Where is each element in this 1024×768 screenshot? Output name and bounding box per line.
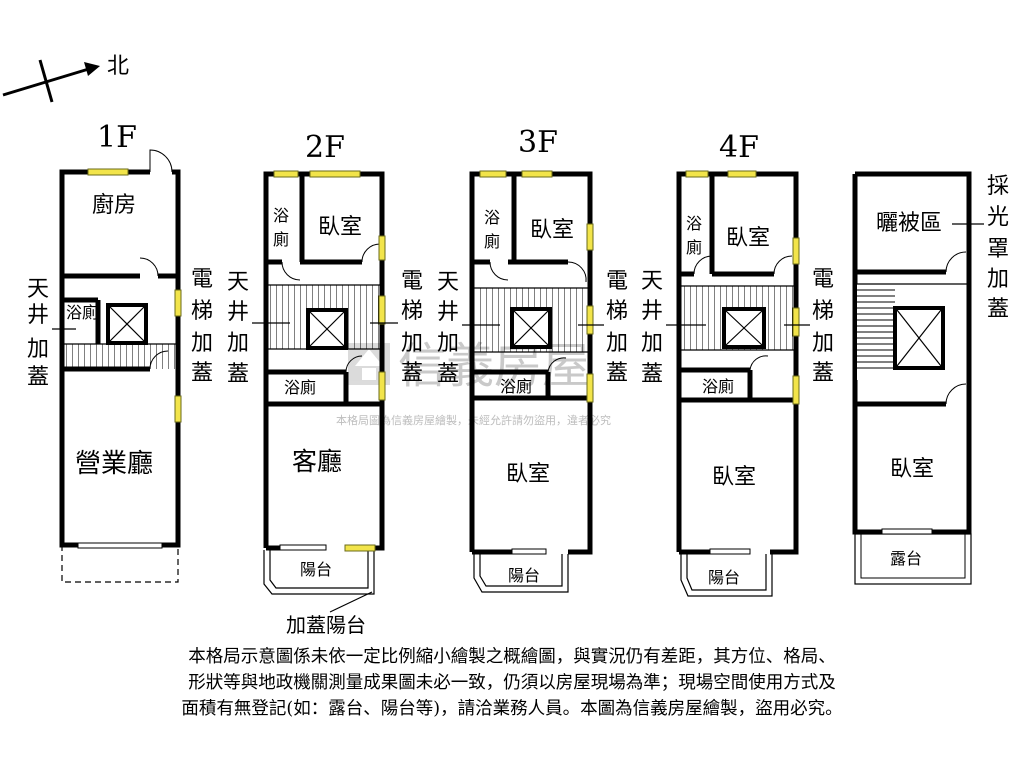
left-note-1f: 天 井 加 蓋 [27,277,76,390]
svg-text:蓋: 蓋 [641,362,663,387]
north-label: 北 [107,54,129,79]
svg-text:蓋: 蓋 [606,361,628,386]
room-balcony-3f: 陽台 [508,566,540,585]
disclaimer: 本格局示意圖係未依一定比例縮小繪製之概繪圖，與實況仍有差距，其方位、格局、 形狀… [0,644,1024,722]
room-business-hall-1f: 營業廳 [75,449,153,479]
room-bedroom-top-4f: 臥室 [726,226,770,251]
svg-text:蓋: 蓋 [191,361,213,386]
svg-text:蓋: 蓋 [27,365,49,390]
room-bedroom-3f: 臥室 [506,462,550,487]
svg-text:電: 電 [812,267,834,292]
floor-title-1f: 1F [97,120,137,155]
svg-text:蓋: 蓋 [987,297,1009,322]
svg-text:蓋: 蓋 [227,362,249,387]
room-kitchen-1f: 廚房 [92,193,136,218]
north-compass: 北 [2,54,129,103]
disclaimer-line-2: 形狀等與地政機關測量成果圖未必一致，仍須以房屋現場為準；現場空間使用方式及 [188,673,836,693]
svg-text:加: 加 [401,331,423,356]
room-bath-4f: 浴廁 [702,377,734,396]
floor-title-4f: 4F [719,130,759,165]
svg-text:加: 加 [227,331,249,356]
room-bedroom-top-3f: 臥室 [530,218,574,243]
right-note-2f: 電 梯 加 蓋 [370,269,423,386]
floor-3f: 3F 浴 廁 臥室 浴廁 臥室 [437,125,628,593]
svg-text:光: 光 [987,205,1009,230]
left-note-3f: 天 井 加 蓋 [437,270,500,387]
svg-text:蓋: 蓋 [401,361,423,386]
room-bath-top-3f-b: 廁 [484,232,500,251]
svg-text:井: 井 [27,303,49,328]
svg-text:蓋: 蓋 [437,362,459,387]
room-bath-top-2f-b: 廁 [273,230,289,249]
floor-1f: 1F 廚房 浴廁 營業廳 天 井 [27,120,213,583]
room-living-2f: 客廳 [292,447,342,476]
room-balcony-2f: 陽台 [300,560,332,579]
svg-text:加: 加 [27,337,49,362]
svg-text:井: 井 [641,299,663,324]
floor-2f: 2F 浴 廁 臥室 浴廁 客廳 [227,130,423,637]
note-added-balcony-2f: 加蓋陽台 [286,613,366,637]
svg-text:加: 加 [641,331,663,356]
svg-text:梯: 梯 [191,299,213,324]
svg-text:電: 電 [191,267,213,292]
left-note-2f: 天 井 加 蓋 [227,270,290,387]
room-bath-top-4f-a: 浴 [686,214,702,233]
svg-text:梯: 梯 [606,299,628,324]
room-bedroom-2f: 臥室 [318,215,362,240]
right-note-4f: 電 梯 加 蓋 [784,267,834,386]
floor-title-3f: 3F [518,125,558,160]
svg-text:蓋: 蓋 [812,361,834,386]
svg-text:加: 加 [191,331,213,356]
svg-text:天: 天 [27,277,49,302]
room-drying-roof: 曬被區 [876,211,942,236]
svg-text:天: 天 [227,270,249,295]
floor-title-2f: 2F [305,130,345,165]
right-note-1f: 電 梯 加 蓋 [191,267,213,386]
room-bath-3f: 浴廁 [500,377,532,396]
svg-text:天: 天 [437,270,459,295]
svg-text:梯: 梯 [401,299,423,324]
svg-text:罩: 罩 [987,237,1009,262]
svg-text:電: 電 [401,269,423,294]
svg-text:井: 井 [227,300,249,325]
room-balcony-4f: 陽台 [708,568,740,587]
room-terrace-roof: 露台 [890,549,922,568]
disclaimer-line-1: 本格局示意圖係未依一定比例縮小繪製之概繪圖，與實況仍有差距，其方位、格局、 [188,647,836,667]
right-note-3f: 電 梯 加 蓋 [578,269,628,386]
left-note-4f: 天 井 加 蓋 [641,269,706,387]
svg-text:加: 加 [812,331,834,356]
svg-text:天: 天 [641,269,663,294]
room-bedroom-4f: 臥室 [712,465,756,490]
room-bath-top-4f-b: 廁 [686,238,702,257]
svg-text:加: 加 [437,331,459,356]
room-bath-2f: 浴廁 [284,378,316,397]
right-note-roof: 採 光 罩 加 蓋 [952,174,1009,322]
floor-4f: 4F 浴 廁 臥室 浴廁 臥室 [641,130,834,597]
floor-plan-diagram: 北 信義房屋 本格局圖為信義房屋繪製，未經允許請勿盜用，違者必究 1F [2,54,1009,637]
svg-text:井: 井 [437,300,459,325]
room-bath-1f: 浴廁 [66,303,98,322]
svg-text:加: 加 [606,331,628,356]
svg-text:電: 電 [606,269,628,294]
floor-roof: 曬被區 臥室 露台 採 光 罩 加 蓋 [852,171,1009,585]
room-bedroom-roof: 臥室 [890,457,934,482]
room-bath-top-2f-a: 浴 [273,206,289,225]
svg-text:加: 加 [987,267,1009,292]
svg-text:採: 採 [987,174,1009,199]
room-bath-top-3f-a: 浴 [484,208,500,227]
svg-text:梯: 梯 [812,299,834,324]
disclaimer-line-3: 面積有無登記(如：露台、陽台等)，請洽業務人員。本圖為信義房屋繪製，盜用必究。 [181,699,843,719]
